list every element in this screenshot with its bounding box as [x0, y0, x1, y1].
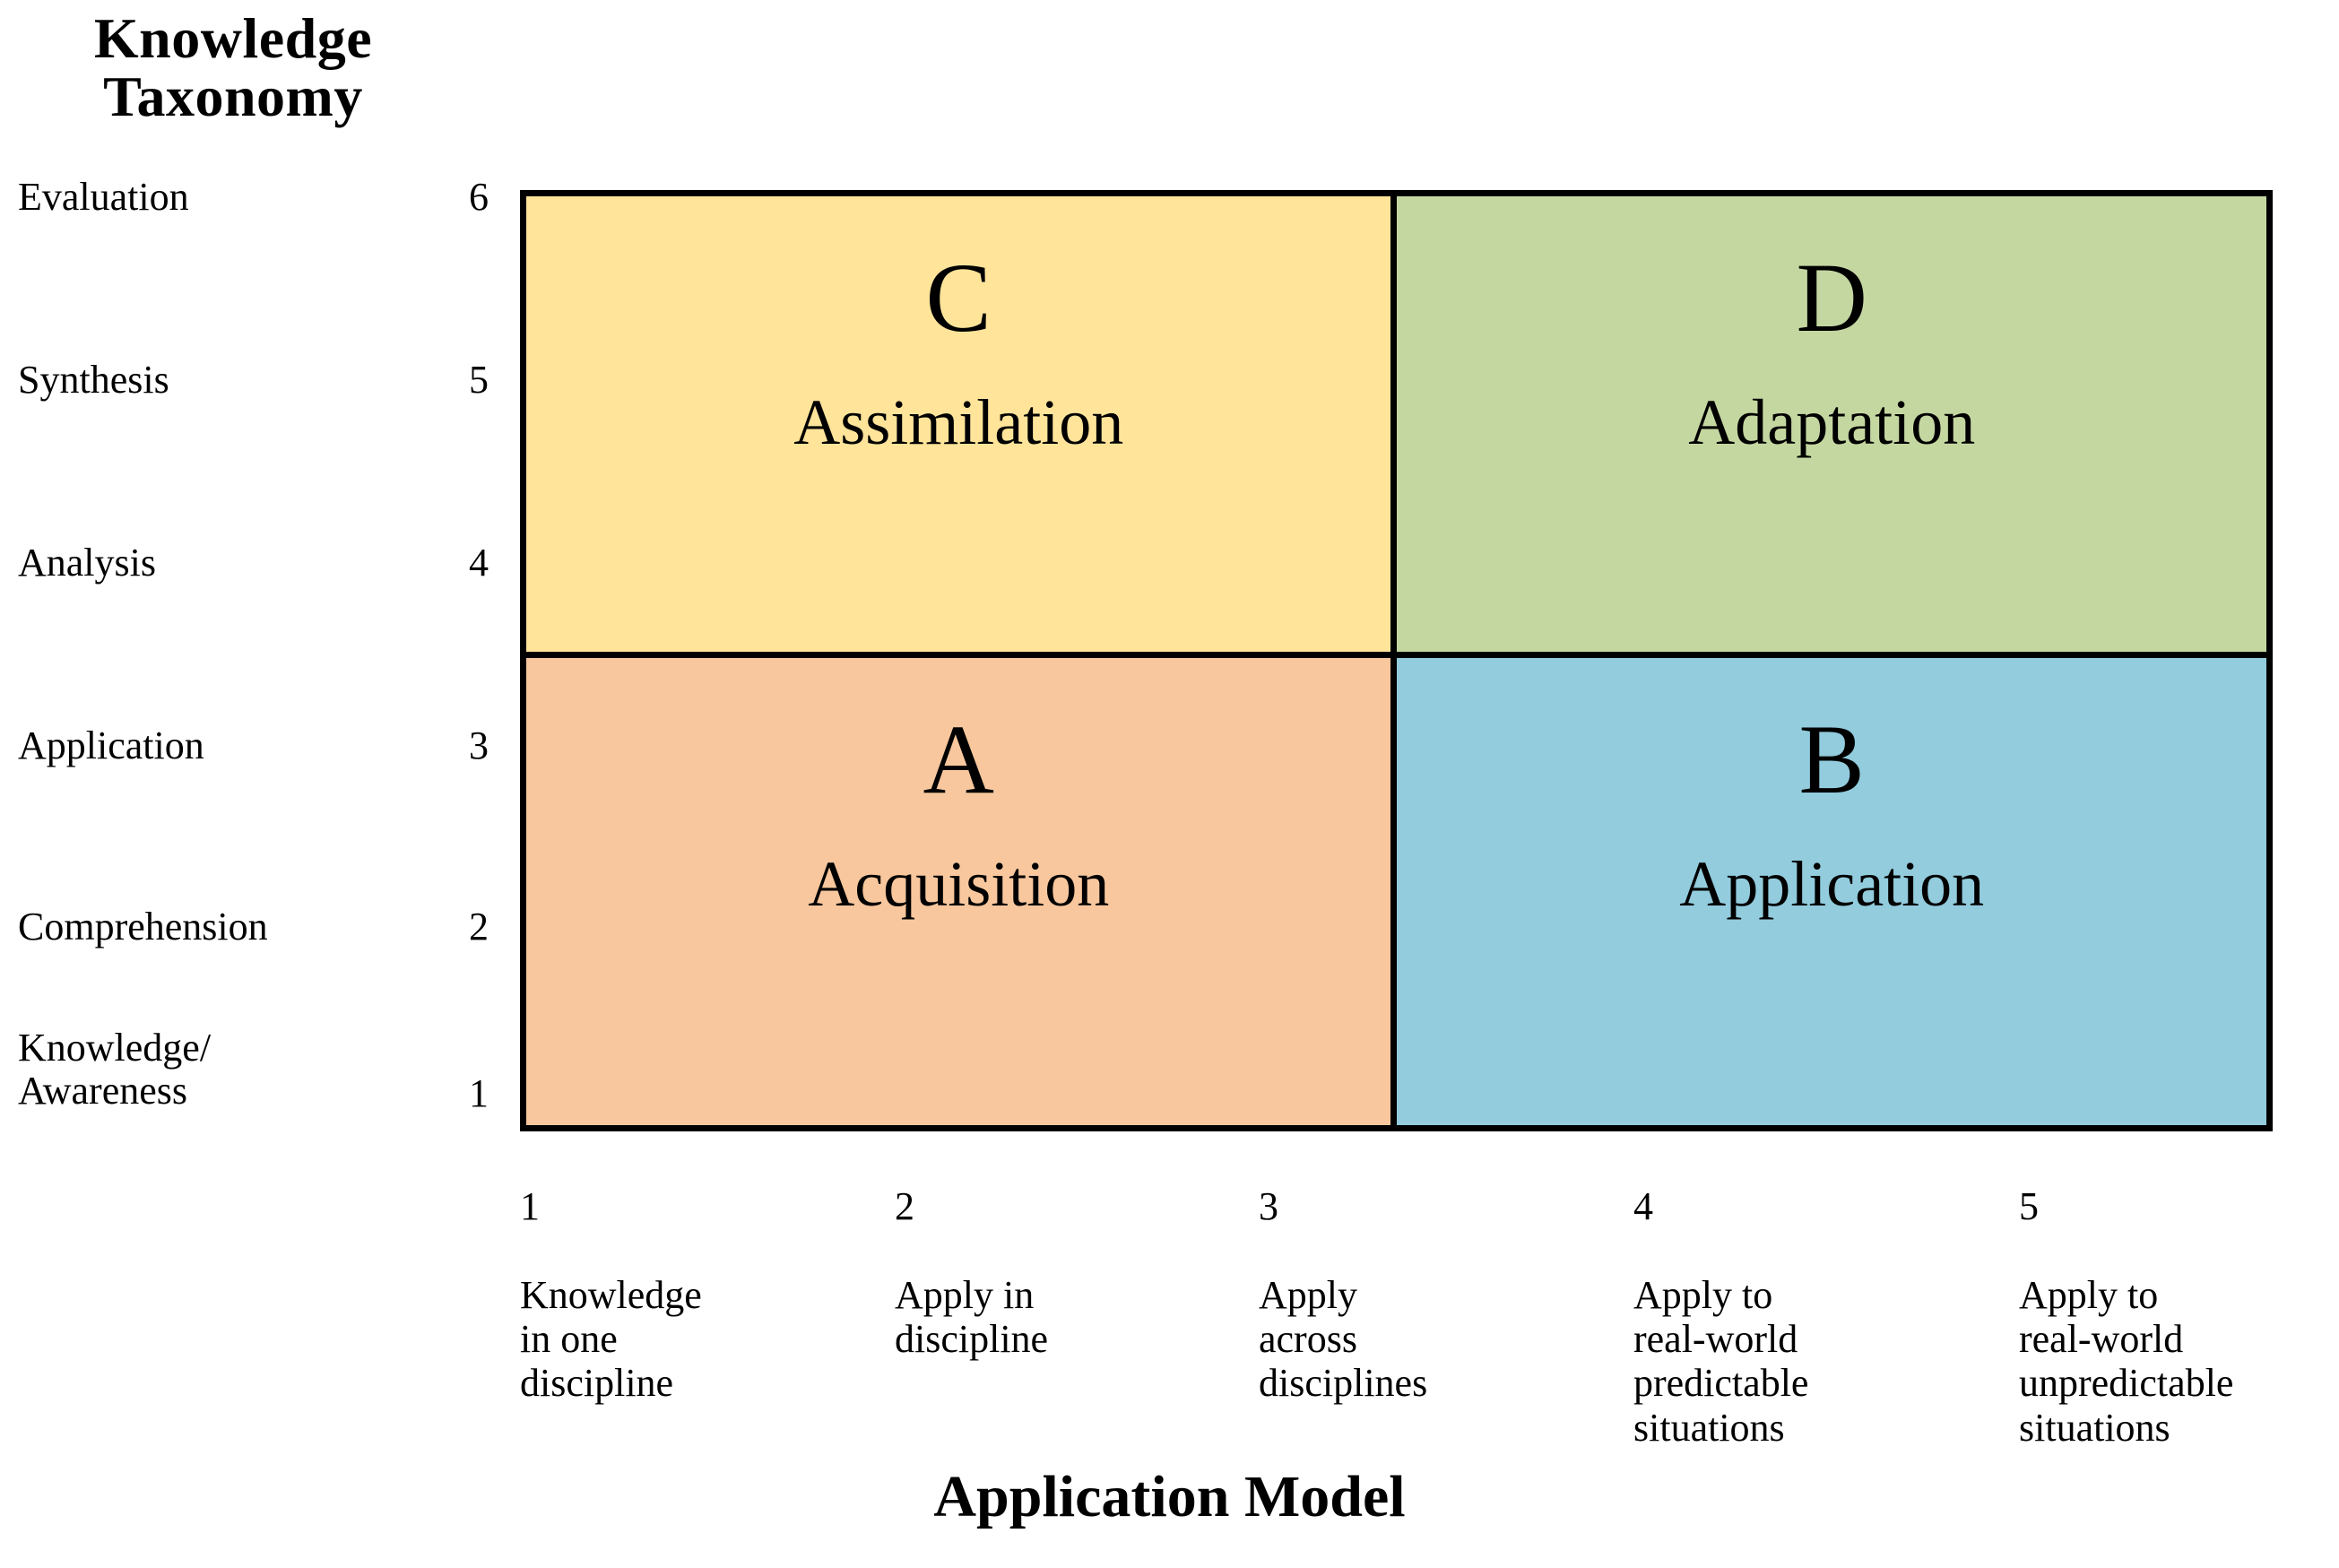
quadrant-d-name: Adaptation [1688, 386, 1976, 458]
y-level-number-5: 5 [469, 358, 489, 402]
x-tick-2: 2 Apply in discipline [895, 1140, 1200, 1406]
y-level-label-comprehension: Comprehension [18, 905, 268, 949]
x-tick-3-number: 3 [1259, 1184, 1278, 1229]
x-tick-1: 1 Knowledge in one discipline [520, 1140, 825, 1450]
x-tick-2-number: 2 [895, 1184, 914, 1229]
x-tick-5-label: Apply to real-world unpredictable situat… [2019, 1272, 2234, 1450]
quadrant-c-assimilation[interactable]: C Assimilation [526, 196, 1398, 652]
quadrant-a-letter: A [923, 704, 994, 814]
y-level-label-analysis: Analysis [18, 541, 156, 585]
x-axis-title: Application Model [933, 1464, 1406, 1529]
x-tick-3-label: Apply across disciplines [1259, 1272, 1428, 1406]
y-level-label-application: Application [18, 723, 204, 767]
y-level-number-6: 6 [469, 175, 489, 219]
x-tick-1-number: 1 [520, 1184, 540, 1229]
quadrant-a-name: Acquisition [808, 847, 1110, 920]
x-tick-1-label: Knowledge in one discipline [520, 1272, 702, 1406]
x-tick-4-number: 4 [1633, 1184, 1653, 1229]
y-level-number-2: 2 [469, 905, 489, 949]
y-level-number-4: 4 [469, 541, 489, 585]
y-level-number-1: 1 [469, 1071, 489, 1115]
quadrant-d-letter: D [1796, 243, 1867, 352]
x-tick-5-number: 5 [2019, 1184, 2039, 1229]
y-axis-title-line1: Knowledge [93, 6, 373, 70]
y-level-label-knowledge-awareness: Knowledge/ Awareness [18, 1026, 212, 1113]
matrix-plot-area: C Assimilation D Adaptation A Acquisitio… [520, 190, 2273, 1131]
y-axis-title-line2: Taxonomy [103, 65, 363, 129]
quadrant-b-application[interactable]: B Application [1397, 651, 2266, 1125]
x-tick-4: 4 Apply to real-world predictable situat… [1633, 1140, 1974, 1494]
quadrant-c-letter: C [925, 243, 992, 352]
quadrant-d-adaptation[interactable]: D Adaptation [1397, 196, 2266, 652]
x-tick-4-label: Apply to real-world predictable situatio… [1633, 1272, 1809, 1450]
y-level-label-synthesis: Synthesis [18, 358, 169, 402]
x-tick-5: 5 Apply to real-world unpredictable situ… [2019, 1140, 2339, 1494]
quadrant-c-name: Assimilation [793, 386, 1124, 458]
x-tick-3: 3 Apply across disciplines [1259, 1140, 1564, 1450]
quadrant-b-name: Application [1679, 847, 1985, 920]
y-level-number-3: 3 [469, 723, 489, 767]
quadrant-a-acquisition[interactable]: A Acquisition [526, 651, 1398, 1125]
quadrant-b-letter: B [1798, 704, 1865, 814]
y-level-label-evaluation: Evaluation [18, 175, 189, 219]
y-axis-title: Knowledge Taxonomy [0, 9, 466, 126]
x-tick-2-label: Apply in discipline [895, 1272, 1049, 1362]
